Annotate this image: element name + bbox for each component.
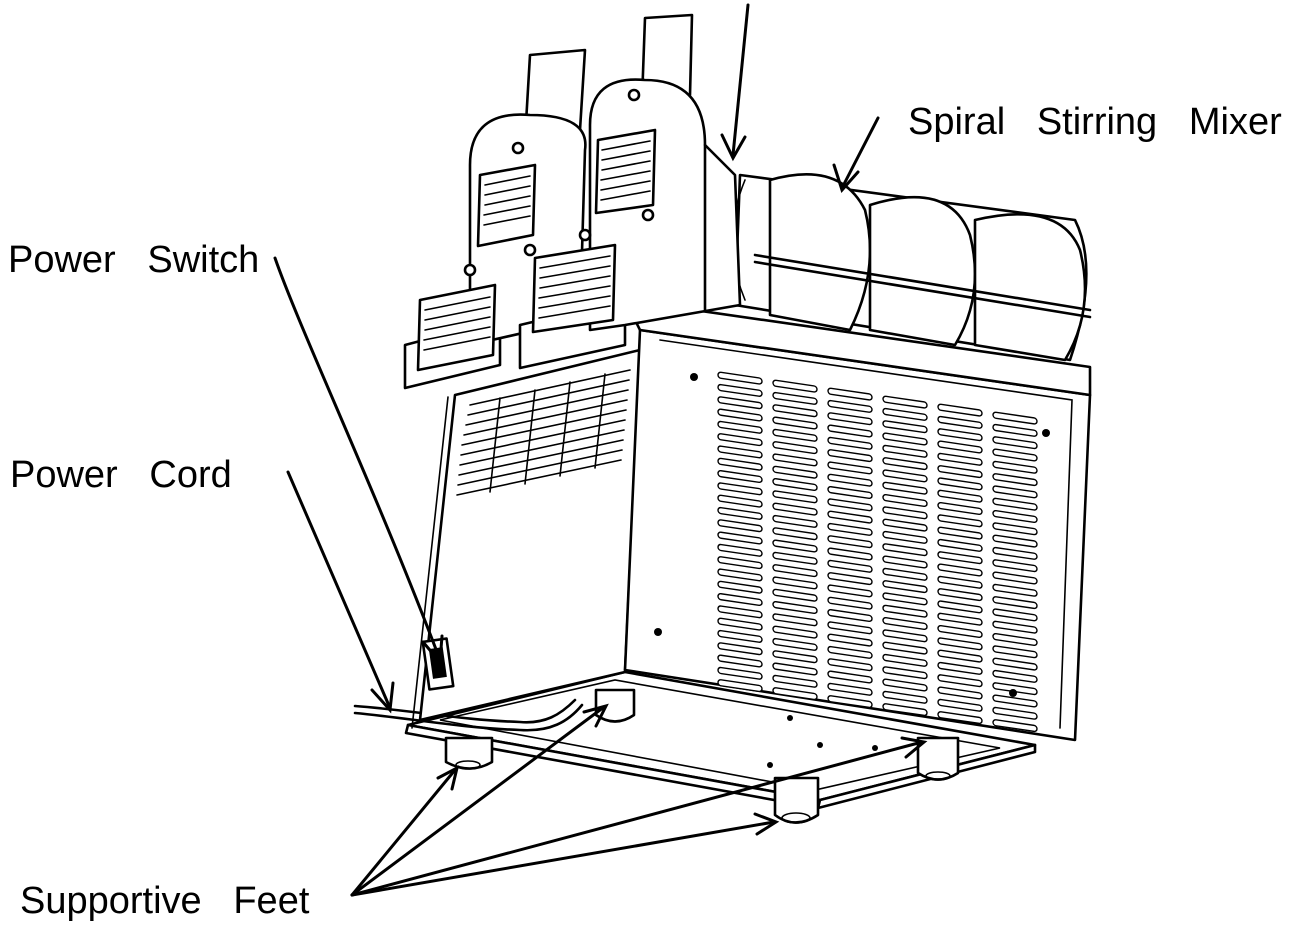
arrow-top [731, 3, 750, 157]
arrow-spiral-mixer [840, 116, 880, 190]
tanks [731, 172, 1092, 362]
arrow-power-switch [273, 256, 442, 662]
motor-housings [403, 13, 742, 390]
label-power-cord: Power Cord [10, 454, 232, 496]
arrow-foot-3 [350, 820, 776, 897]
arrow-foot-1 [350, 768, 457, 897]
arrow-power-cord [286, 470, 392, 710]
front-vent-grille [717, 371, 1038, 733]
left-side-panel [411, 348, 642, 729]
front-panel [623, 298, 1092, 742]
arrow-foot-4 [350, 740, 924, 897]
rear-vent-left-lower [416, 283, 497, 372]
label-power-switch: Power Switch [8, 239, 260, 281]
arrow-foot-2 [350, 705, 606, 897]
power-cord [353, 698, 584, 732]
rear-vent-right-upper [594, 128, 657, 215]
rear-vent-right-lower [531, 243, 617, 334]
label-spiral-stirring-mixer: Spiral Stirring Mixer [908, 101, 1282, 143]
supportive-feet [444, 688, 960, 824]
left-vent-grille [456, 369, 631, 496]
rear-vent-left-upper [476, 163, 537, 248]
callout-arrows [273, 3, 928, 897]
label-supportive-feet: Supportive Feet [20, 880, 310, 922]
